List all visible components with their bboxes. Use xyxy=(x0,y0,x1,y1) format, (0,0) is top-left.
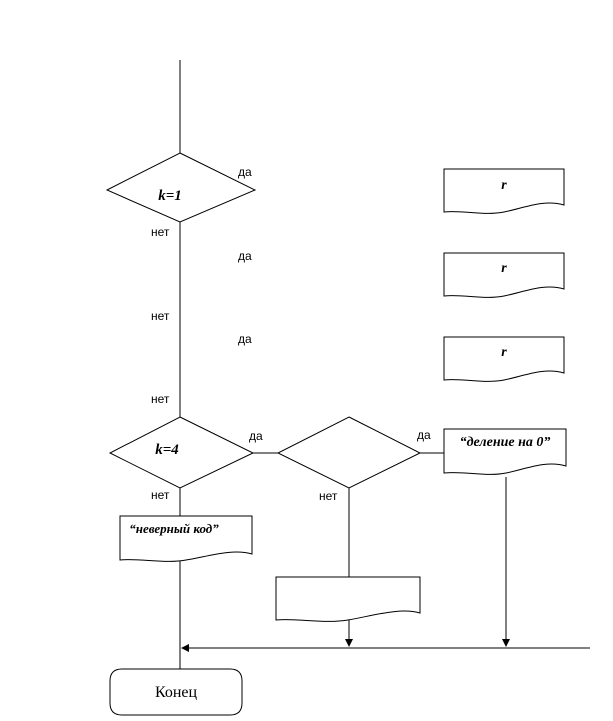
output-division-by-zero: “деление на 0” xyxy=(443,428,567,475)
invalid-code-text: “неверный код” xyxy=(129,521,219,536)
output-r-2-text: r xyxy=(501,261,507,276)
no-label-k4: нет xyxy=(151,488,170,502)
output-r-1: r xyxy=(443,168,565,214)
decision-k1-text: k=1 xyxy=(158,188,182,204)
no-label-k2: нет xyxy=(151,309,170,323)
yes-label-k2: да xyxy=(238,249,252,263)
decision-k1: k=1 xyxy=(105,152,257,223)
output-r-3-text: r xyxy=(501,345,507,360)
output-result xyxy=(275,576,421,622)
no-label-k3: нет xyxy=(151,392,170,406)
decision-k4: k=4 xyxy=(108,416,255,489)
decision-k4-text: k=4 xyxy=(155,442,179,458)
end-text: Конец xyxy=(155,684,198,701)
output-invalid-code: “неверный код” xyxy=(119,515,253,562)
yes-label-k4: да xyxy=(249,429,263,443)
yes-label-k1: да xyxy=(238,165,252,179)
output-r-1-text: r xyxy=(501,178,507,193)
yes-label-k3: да xyxy=(238,332,252,346)
yes-label-divisor: да xyxy=(417,428,431,442)
output-r-2: r xyxy=(443,252,565,298)
terminal-end: Конец xyxy=(109,668,243,716)
output-r-3: r xyxy=(443,336,565,382)
no-label-k1: нет xyxy=(151,225,170,239)
no-label-divisor: нет xyxy=(319,489,338,503)
division-by-zero-text: “деление на 0” xyxy=(460,435,551,450)
decision-divisor xyxy=(276,416,422,489)
